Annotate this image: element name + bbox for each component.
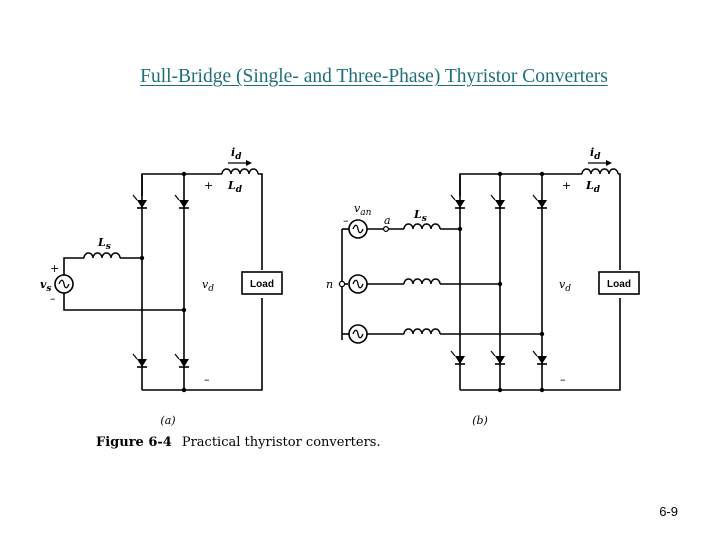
page-number: 6-9 xyxy=(659,504,678,519)
minus-bot-b: – xyxy=(560,373,566,386)
ls-inductor-phase-c xyxy=(403,328,441,335)
node-b2 xyxy=(539,171,545,177)
sub-label-a: (a) xyxy=(160,414,175,427)
id-arrowhead-a xyxy=(246,160,252,166)
thyristor-2-b xyxy=(532,350,548,365)
load-label-b: Load xyxy=(607,279,631,290)
ld-inductor-b xyxy=(581,168,619,175)
node-b7 xyxy=(539,331,545,337)
ac-source-a xyxy=(54,274,74,294)
thyristor-4-b xyxy=(450,350,466,365)
src-minus-b: – xyxy=(343,214,349,227)
load-box-b xyxy=(598,271,640,295)
thyristor-1-b xyxy=(450,194,466,209)
neutral-terminal-n xyxy=(338,280,346,288)
neutral-label-n: n xyxy=(326,278,333,291)
ac-source-phase-a xyxy=(348,219,368,239)
bottom-rail-b xyxy=(460,298,621,391)
node-b5 xyxy=(457,226,463,232)
ld-label-b: Ld xyxy=(585,179,601,195)
src-bottom-wire-a xyxy=(63,293,184,311)
vd-label-b: vd xyxy=(559,278,571,294)
dc-wire-b xyxy=(618,173,621,270)
id-label-b: id xyxy=(590,146,601,162)
node-a3 xyxy=(139,255,145,261)
load-label-a: Load xyxy=(250,279,274,290)
sub-label-b: (b) xyxy=(472,414,488,427)
van-label-b: van xyxy=(354,202,372,218)
terminal-a xyxy=(383,226,390,233)
caption-number: Figure 6-4 xyxy=(96,435,172,450)
node-b1 xyxy=(497,171,503,177)
bottom-rail-a xyxy=(142,298,263,391)
vs-label-a: vs xyxy=(40,278,51,294)
vd-label-a: vd xyxy=(202,278,214,294)
slide-title-text: Full-Bridge (Single- and Three-Phase) Th… xyxy=(140,66,608,87)
ld-inductor-a xyxy=(221,168,259,175)
src-minus-a: – xyxy=(50,292,56,305)
thyristor-3-a xyxy=(174,194,190,209)
ls-label-b: Ls xyxy=(413,208,427,224)
ac-source-phase-c xyxy=(348,324,368,344)
terminal-a-label: a xyxy=(384,214,391,227)
ac-source-phase-b xyxy=(348,274,368,294)
figure-caption: Figure 6-4 Practical thyristor converters… xyxy=(96,435,381,450)
src-plus-a: + xyxy=(50,262,59,275)
load-box-a xyxy=(241,271,283,295)
thyristor-4-a xyxy=(132,353,148,368)
minus-bot-a: – xyxy=(204,373,210,386)
slide-title: Full-Bridge (Single- and Three-Phase) Th… xyxy=(0,66,720,88)
thyristor-6-b xyxy=(490,350,506,365)
node-a1 xyxy=(181,171,187,177)
dc-wire-a xyxy=(258,173,263,270)
thyristor-1-a xyxy=(132,194,148,209)
node-a2 xyxy=(181,387,187,393)
ls-inductor-phase-b xyxy=(403,278,441,285)
ls-inductor-phase-a xyxy=(403,223,441,230)
node-b4 xyxy=(539,387,545,393)
id-arrowhead-b xyxy=(606,160,612,166)
thyristor-5-b xyxy=(532,194,548,209)
node-a4 xyxy=(181,307,187,313)
src-top-wire-a xyxy=(63,257,84,275)
ld-label-a: Ld xyxy=(227,179,243,195)
three-phase-converter: Load id + Ld van – a Ls n vd – (b) xyxy=(326,146,640,427)
single-phase-converter: Load id + Ld Ls + vs – vd – (a) xyxy=(40,146,283,427)
id-label-a: id xyxy=(231,146,242,162)
ls-inductor-a xyxy=(83,252,121,259)
plus-top-a: + xyxy=(204,179,213,192)
node-b3 xyxy=(497,387,503,393)
thyristor-3-b xyxy=(490,194,506,209)
plus-top-b: + xyxy=(562,179,571,192)
thyristor-2-a xyxy=(174,353,190,368)
caption-text: Practical thyristor converters. xyxy=(182,435,381,450)
node-b6 xyxy=(497,281,503,287)
ls-label-a: Ls xyxy=(97,236,111,252)
